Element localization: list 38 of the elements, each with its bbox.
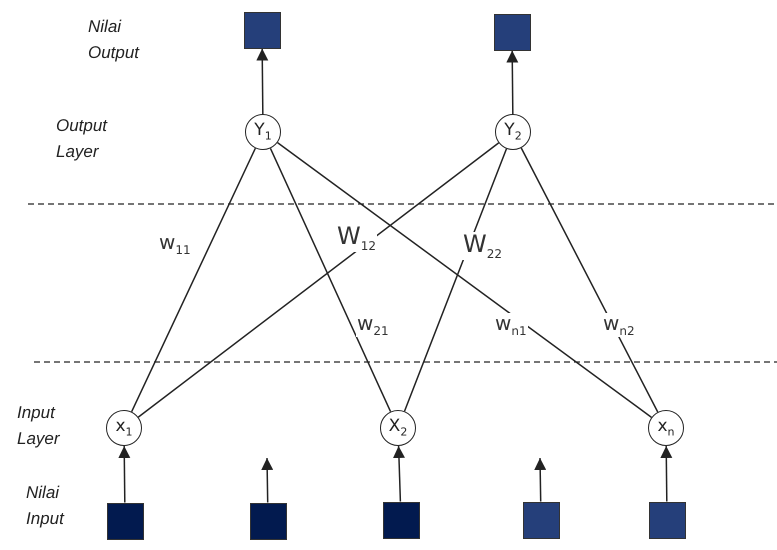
- value-square: [648, 502, 686, 538]
- weight-label: w$_{n1}$: [494, 313, 528, 337]
- connection-line: [404, 148, 508, 412]
- arrow: [660, 446, 672, 502]
- neuron-label: x$_{1}$: [115, 418, 133, 438]
- connection-line: [270, 148, 392, 412]
- weight-label: w$_{n2}$: [602, 313, 636, 337]
- value-square: [106, 502, 144, 540]
- neuron-circle: [495, 114, 531, 150]
- neuron-circle: [380, 410, 416, 446]
- value-square: [250, 502, 286, 540]
- connection-line: [138, 142, 500, 418]
- value-square: [494, 14, 530, 50]
- value-square: [382, 502, 420, 538]
- connection-line: [130, 148, 256, 412]
- arrow: [256, 48, 268, 114]
- neuron-circle: [106, 410, 142, 446]
- neuron-label: x$_{n}$: [657, 418, 675, 438]
- arrow: [261, 458, 274, 503]
- value-square: [522, 502, 560, 538]
- weight-label: W$_{12}$: [336, 224, 378, 252]
- neuron-label: Y$_{2}$: [504, 122, 522, 142]
- layer-caption: Input Layer: [17, 402, 61, 450]
- neuron-label: Y$_{1}$: [254, 122, 272, 142]
- arrow: [392, 446, 405, 502]
- neuron-label: X$_{2}$: [388, 418, 408, 438]
- connection-line: [520, 148, 658, 412]
- layer-caption: Output Layer: [56, 115, 108, 163]
- neuron-circle: [648, 410, 684, 446]
- layer-caption: Nilai Output: [88, 16, 140, 64]
- weight-label: W$_{22}$: [462, 232, 504, 260]
- arrow: [118, 446, 130, 502]
- connection-line: [277, 142, 652, 418]
- neuron-circle: [245, 114, 281, 150]
- layer-caption: Nilai Input: [26, 482, 66, 530]
- arrow: [506, 50, 518, 114]
- arrow: [534, 458, 546, 502]
- value-square: [244, 12, 280, 48]
